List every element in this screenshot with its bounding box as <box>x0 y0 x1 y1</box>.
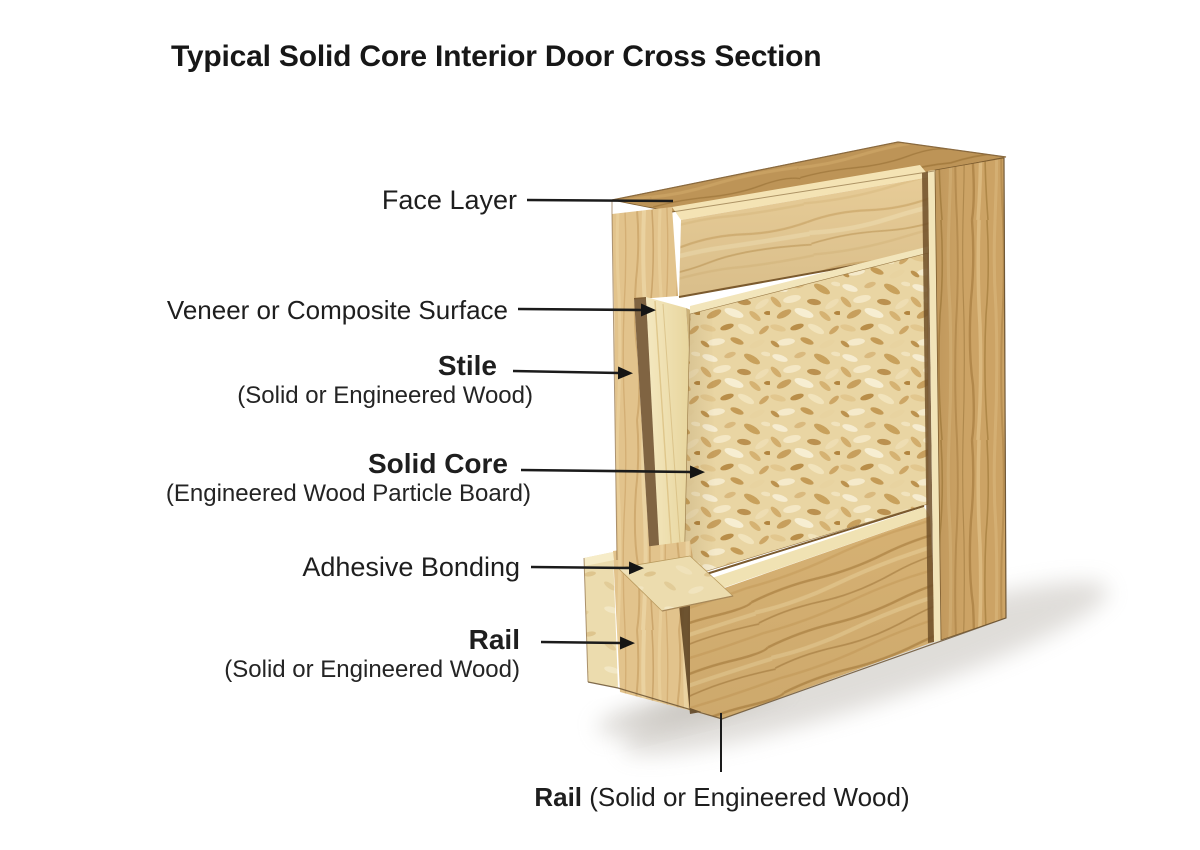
leader-solid-core <box>520 465 705 479</box>
face-seam-dark <box>922 172 934 643</box>
rail-end-block-bevel <box>584 552 614 566</box>
label-rail-bottom-sub: (Solid or Engineered Wood) <box>589 782 910 812</box>
bottom-rail-bevel <box>688 507 930 598</box>
stile-face-mid <box>614 298 650 562</box>
core-top-veneer-edge <box>690 246 930 314</box>
label-stile-sub: (Solid or Engineered Wood) <box>237 382 533 409</box>
stile-face-upper <box>612 207 678 301</box>
diagram-title: Typical Solid Core Interior Door Cross S… <box>171 40 822 73</box>
label-rail-head: Rail <box>468 624 520 655</box>
leader-lines <box>512 198 722 772</box>
label-stile: Stile (Solid or Engineered Wood) <box>237 350 533 409</box>
label-veneer: Veneer or Composite Surface <box>166 295 508 325</box>
face-seam-veneer <box>928 170 941 642</box>
label-stile-head: Stile <box>437 350 497 381</box>
label-rail-bottom-head: Rail <box>534 782 583 812</box>
top-rail-bevel <box>672 165 930 220</box>
label-solid-core-sub: (Engineered Wood Particle Board) <box>165 480 531 507</box>
rail-end-block <box>584 552 618 688</box>
label-solid-core: Solid Core (Engineered Wood Particle Boa… <box>166 448 531 507</box>
label-rail: Rail (Solid or Engineered Wood) <box>224 624 520 683</box>
door-body <box>583 141 1007 720</box>
leader-rail <box>540 636 635 650</box>
groove-upper <box>634 297 662 561</box>
label-adhesive: Adhesive Bonding <box>302 552 520 582</box>
leader-veneer <box>517 303 656 317</box>
leader-adhesive <box>530 561 644 575</box>
leader-face-layer <box>526 198 674 203</box>
label-face-layer: Face Layer <box>381 185 517 215</box>
leader-stile <box>512 366 633 380</box>
label-rail-sub: (Solid or Engineered Wood) <box>224 656 520 683</box>
label-solid-core-head: Solid Core <box>367 448 508 479</box>
label-rail-bottom: Rail (Solid or Engineered Wood) <box>534 781 909 813</box>
